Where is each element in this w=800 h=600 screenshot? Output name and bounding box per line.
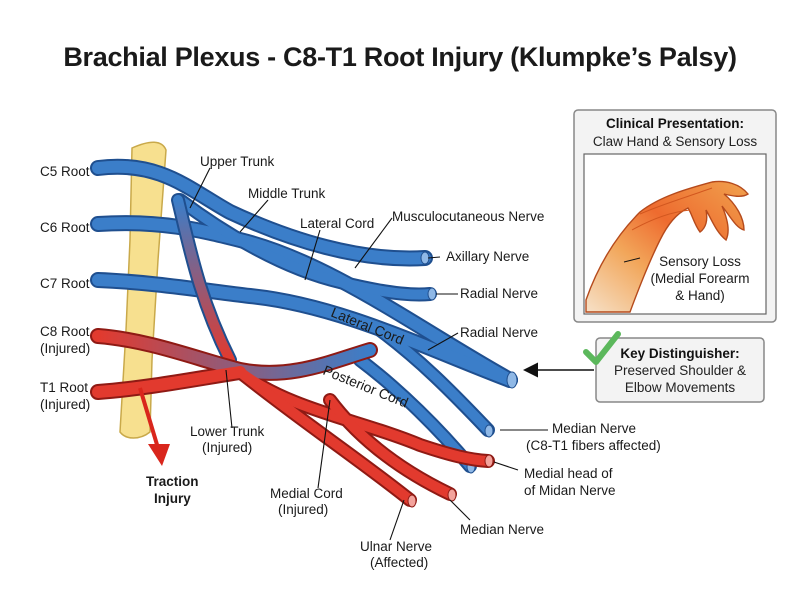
lower-trunk-note: (Injured) — [202, 440, 252, 455]
clinical-presentation-box: Clinical Presentation: Claw Hand & Senso… — [573, 109, 777, 323]
c5-root-label: C5 Root — [40, 164, 90, 179]
axillary-label: Axillary Nerve — [446, 249, 529, 264]
traction-label-2: Injury — [154, 491, 191, 506]
distinguisher-title: Key Distinguisher: — [620, 346, 739, 361]
checkmark-icon — [583, 331, 621, 365]
sensory-loss-2: (Medial Forearm — [650, 271, 749, 286]
clinical-subtitle: Claw Hand & Sensory Loss — [593, 134, 758, 149]
traction-arrow — [138, 387, 170, 466]
t1-root-note: (Injured) — [40, 397, 90, 412]
musculocutaneous-label: Musculocutaneous Nerve — [392, 209, 544, 224]
lateral-cord-top-label: Lateral Cord — [300, 216, 374, 231]
medial-cord-nerve — [235, 367, 493, 466]
radial-label-2: Radial Nerve — [460, 325, 538, 340]
c6-root-nerve — [92, 217, 516, 386]
lower-trunk-label: Lower Trunk — [190, 424, 265, 439]
traction-label-1: Traction — [146, 474, 199, 489]
sensory-loss-1: Sensory Loss — [659, 254, 741, 269]
c7-root-label: C7 Root — [40, 276, 90, 291]
radial-label-1: Radial Nerve — [460, 286, 538, 301]
c5-root-nerve — [92, 160, 431, 265]
clinical-title: Clinical Presentation: — [606, 116, 744, 131]
lower-trunk-nerves — [90, 328, 495, 508]
ulnar-nerve — [235, 367, 415, 505]
median-medial-head-nerve — [325, 395, 455, 499]
c8-root-note: (Injured) — [40, 341, 90, 356]
claw-hand-illustration — [585, 180, 750, 313]
medial-cord-label: Medial Cord — [270, 486, 343, 501]
key-distinguisher-box: Key Distinguisher: Preserved Shoulder & … — [583, 331, 765, 403]
median-nerve-branch — [375, 325, 493, 435]
ulnar-label-2: (Affected) — [370, 555, 428, 570]
median-label: Median Nerve — [552, 421, 636, 436]
ulnar-label-1: Ulnar Nerve — [360, 539, 432, 554]
median-note: (C8-T1 fibers affected) — [526, 438, 661, 453]
radial-nerve-branch — [175, 195, 435, 300]
leader-lines — [189, 167, 548, 541]
distinguisher-line-2: Elbow Movements — [625, 380, 736, 395]
medial-head-label-1: Medial head of — [524, 466, 613, 481]
distinguisher-line-1: Preserved Shoulder & — [614, 363, 746, 378]
medial-head-label-2: of Midan Nerve — [524, 483, 616, 498]
median-bottom-label: Median Nerve — [460, 522, 544, 537]
sensory-loss-3: & Hand) — [675, 288, 725, 303]
c8-root-label: C8 Root — [40, 324, 90, 339]
upper-trunk-label: Upper Trunk — [200, 154, 275, 169]
c7-root-nerve — [92, 274, 516, 386]
t1-root-label: T1 Root — [40, 380, 88, 395]
page-title: Brachial Plexus - C8-T1 Root Injury (Klu… — [63, 42, 737, 72]
middle-trunk-label: Middle Trunk — [248, 186, 326, 201]
c6-root-label: C6 Root — [40, 220, 90, 235]
medial-cord-note: (Injured) — [278, 502, 328, 517]
